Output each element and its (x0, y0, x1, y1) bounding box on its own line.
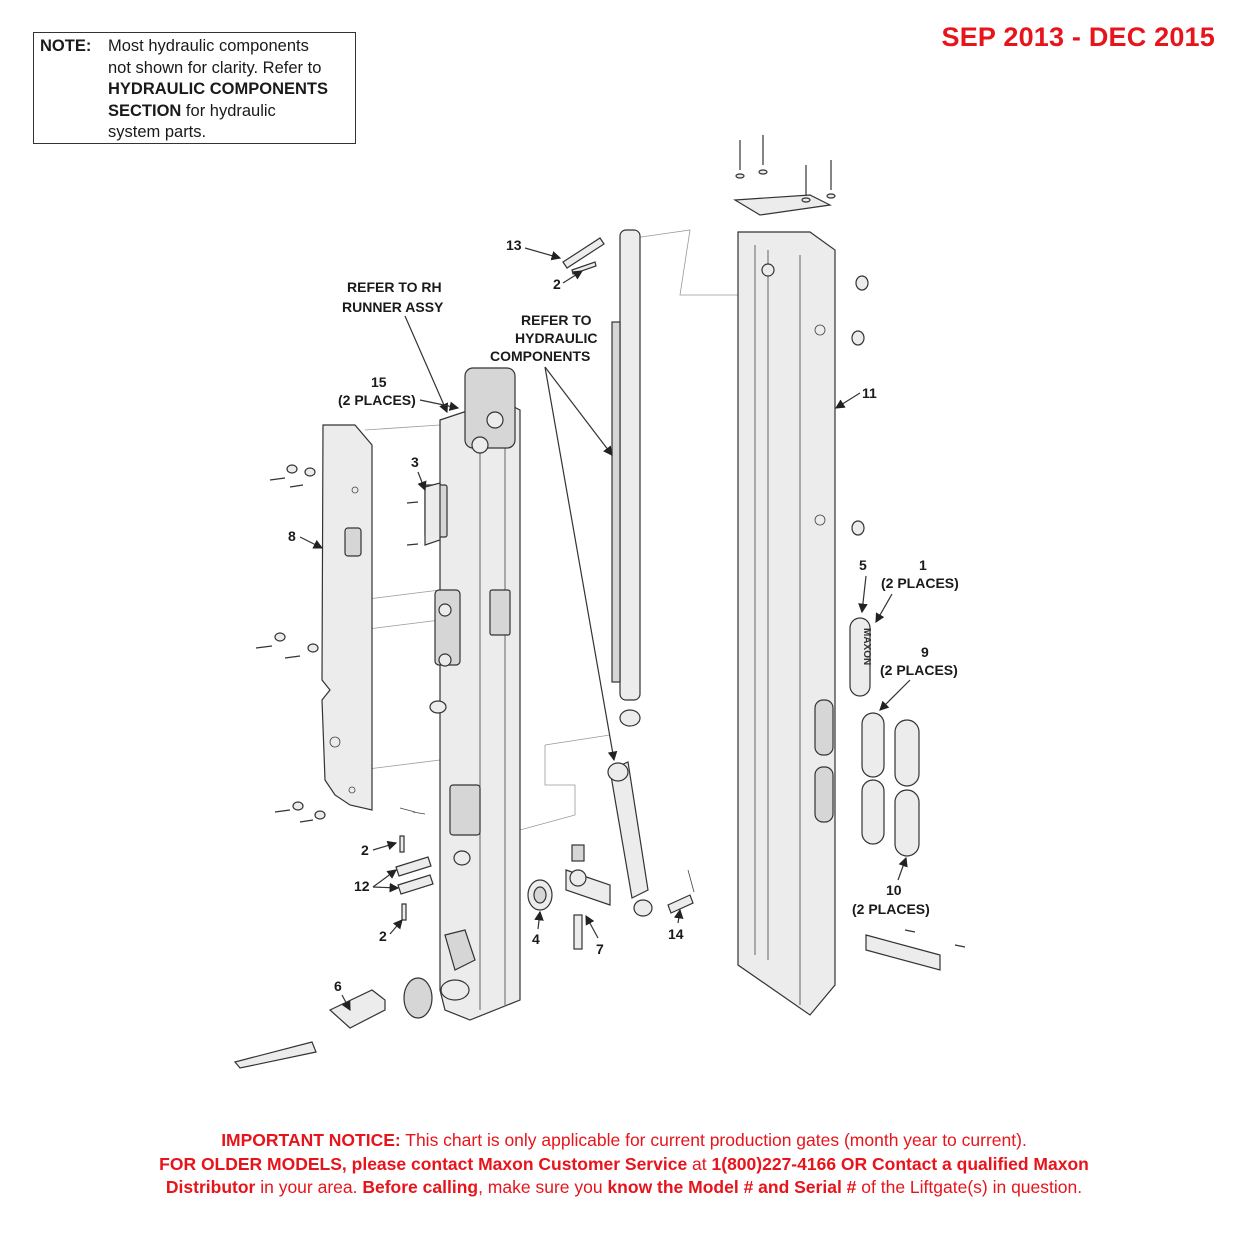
part-9-oval-rings (861, 712, 885, 845)
important-notice: IMPORTANT NOTICE: This chart is only app… (0, 1129, 1248, 1200)
label-refer-rh-1: REFER TO RH (347, 279, 442, 295)
note-line-4-rest: for hydraulic (181, 101, 276, 120)
part-4-bushing (527, 879, 553, 911)
label-14: 14 (668, 926, 684, 942)
assembly-guide-lines (359, 229, 740, 831)
note-line-4-bold: SECTION (108, 101, 182, 120)
notice-line-3: Distributor in your area. Before calling… (0, 1176, 1248, 1200)
top-bolts (735, 135, 836, 203)
side-rings (851, 275, 869, 536)
label-13: 13 (506, 237, 522, 253)
part-5-logo-plate: MAXON (849, 617, 872, 697)
part-8-side-plate (321, 424, 373, 811)
note-line-2: not shown for clarity. Refer to (108, 58, 322, 77)
label-refer-hyd-1: REFER TO (521, 312, 592, 328)
label-3: 3 (411, 454, 419, 470)
note-box: NOTE: Most hydraulic components not show… (33, 32, 356, 144)
note-line-1: Most hydraulic components (108, 37, 309, 55)
notice-line-3-a: in your area. (255, 1177, 363, 1197)
label-15-places: (2 PLACES) (338, 392, 416, 408)
label-4: 4 (532, 931, 540, 947)
label-15: 15 (371, 374, 387, 390)
label-9: 9 (921, 644, 929, 660)
part-12-pins (395, 807, 434, 921)
part-10-oval-rings (894, 719, 920, 857)
label-10-places: (2 PLACES) (852, 901, 930, 917)
part-7-link (565, 844, 611, 950)
label-2-top: 2 (553, 276, 561, 292)
part-labels: REFER TO RH RUNNER ASSY REFER TO HYDRAUL… (288, 237, 959, 1012)
label-9-places: (2 PLACES) (880, 662, 958, 678)
notice-line-2-bold: FOR OLDER MODELS, please contact Maxon C… (159, 1153, 688, 1174)
label-2-low: 2 (379, 928, 387, 944)
maxon-logo-text: MAXON (861, 628, 872, 665)
label-6: 6 (334, 978, 342, 994)
note-line-4: SECTION for hydraulic (108, 101, 349, 123)
part-6-bracket-and-pin (233, 977, 433, 1069)
notice-line-1-rest: This chart is only applicable for curren… (400, 1130, 1027, 1150)
notice-line-2-bold2: 1(800)227-4166 OR Contact a qualified Ma… (711, 1153, 1089, 1174)
label-8: 8 (288, 528, 296, 544)
label-7: 7 (596, 941, 604, 957)
notice-line-3-c: of the Liftgate(s) in question. (856, 1177, 1083, 1197)
note-label: NOTE: (40, 37, 92, 55)
label-1: 1 (919, 557, 927, 573)
bottom-bracket (865, 929, 966, 971)
label-5: 5 (859, 557, 867, 573)
notice-line-3-bold: Distributor (165, 1177, 256, 1197)
hydraulic-cylinder-lower (607, 761, 653, 917)
notice-line-3-b: , make sure you (478, 1177, 608, 1197)
date-range-title: SEP 2013 - DEC 2015 (941, 22, 1215, 52)
note-line-3: HYDRAULIC COMPONENTS (108, 80, 329, 98)
runner-assembly (424, 367, 521, 1021)
part-11-column (733, 194, 836, 1016)
part-3-bracket (406, 482, 441, 546)
label-11: 11 (862, 385, 877, 401)
notice-line-1: IMPORTANT NOTICE: This chart is only app… (0, 1129, 1248, 1153)
note-line-5: system parts. (108, 123, 207, 141)
part-13-pin (562, 237, 605, 275)
part-14-pin (667, 869, 695, 914)
label-1-places: (2 PLACES) (881, 575, 959, 591)
hydraulic-cylinder-upper (611, 229, 641, 727)
notice-line-3-bold3: know the Model # and Serial # (607, 1177, 857, 1197)
notice-line-1-bold: IMPORTANT NOTICE: (221, 1130, 401, 1150)
left-fasteners (255, 464, 326, 823)
label-refer-hyd-3: COMPONENTS (490, 348, 590, 364)
label-10: 10 (886, 882, 902, 898)
label-refer-hyd-2: HYDRAULIC (515, 330, 597, 346)
label-refer-rh-2: RUNNER ASSY (342, 299, 444, 315)
label-12: 12 (354, 878, 370, 894)
notice-line-2: FOR OLDER MODELS, please contact Maxon C… (0, 1153, 1248, 1177)
label-2-mid: 2 (361, 842, 369, 858)
notice-line-3-bold2: Before calling (362, 1177, 479, 1197)
notice-line-2-mid: at (687, 1153, 712, 1174)
